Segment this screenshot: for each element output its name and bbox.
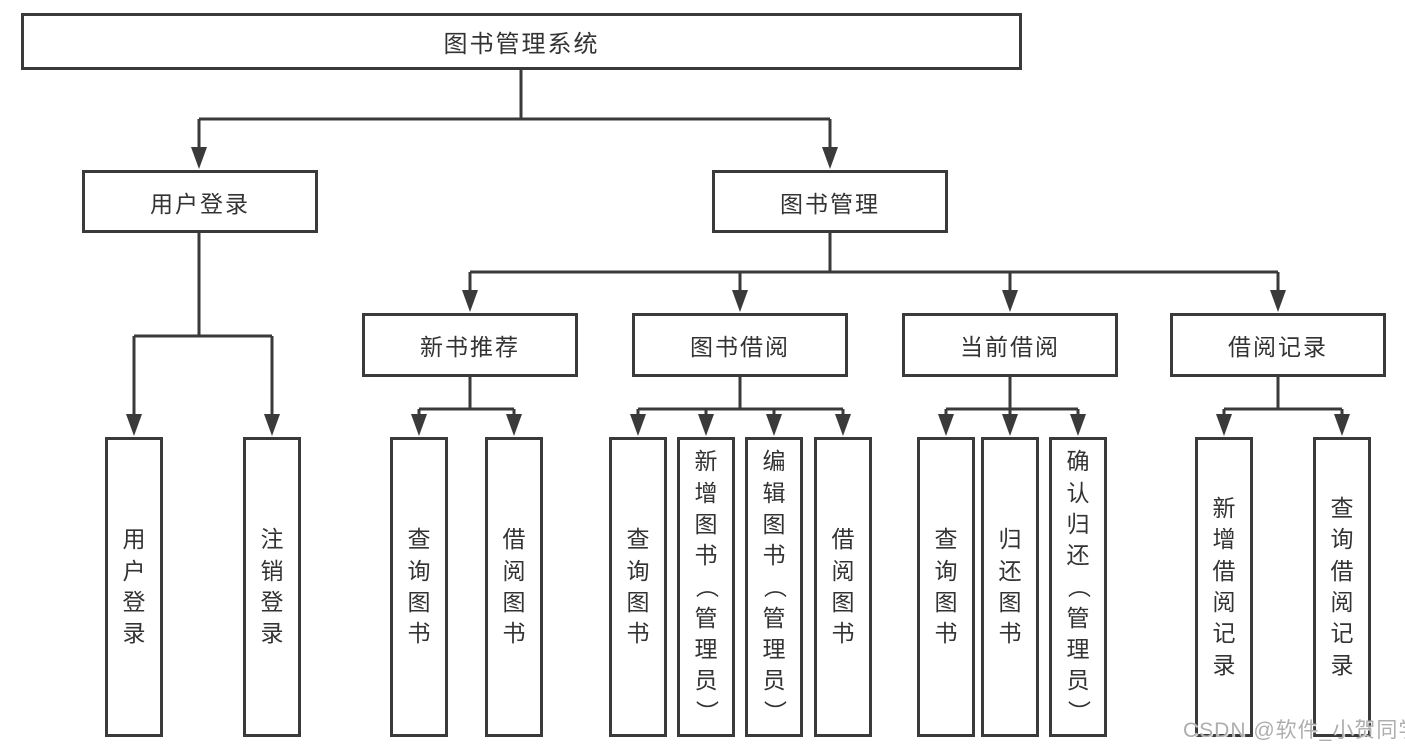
node-bb-edit-label: 编辑图书（管理员） [761,448,788,724]
watermark: CSDN @软件_小贺同学 [1183,719,1405,742]
node-cb-return: 归还图书 [981,437,1039,737]
node-nb-borrow-label: 借阅图书 [502,526,526,647]
node-bb-borrow: 借阅图书 [814,437,872,737]
edge-book-mgmt-split [468,233,1280,293]
arrowhead-icon [1216,414,1232,436]
node-login: 用户登录 [105,437,163,737]
arrowhead-icon [1270,290,1286,312]
edge-user-login-split [132,233,274,417]
arrowhead-icon [766,414,782,436]
node-bb-query: 查询图书 [609,437,667,737]
arrowhead-icon [732,290,748,312]
arrowhead-icon [411,414,427,436]
edge-new-book-rec-split [417,377,516,417]
node-cb-confirm-label: 确认归还（管理员） [1065,448,1092,724]
arrowhead-icon [1334,414,1350,436]
node-book-borrow: 图书借阅 [632,313,848,377]
node-nb-query-label: 查询图书 [407,526,431,647]
node-current-borrow: 当前借阅 [902,313,1118,377]
arrowhead-icon [835,414,851,436]
arrowhead-icon [1070,414,1086,436]
node-book-borrow-label: 图书借阅 [690,334,790,360]
node-root-label: 图书管理系统 [443,31,600,58]
node-borrow-records-label: 借阅记录 [1228,334,1328,360]
node-user-login: 用户登录 [82,170,318,233]
arrowhead-icon [126,414,142,436]
node-bb-borrow-label: 借阅图书 [831,526,855,647]
node-login-label: 用户登录 [122,526,146,647]
node-book-mgmt: 图书管理 [712,170,948,233]
node-br-query-label: 查询借阅记录 [1330,495,1354,678]
arrowhead-icon [1002,414,1018,436]
arrowhead-icon [1002,290,1018,312]
arrowhead-icon [938,414,954,436]
arrowhead-icon [462,290,478,312]
node-user-login-label: 用户登录 [150,190,250,217]
node-logout-label: 注销登录 [260,526,284,647]
edge-current-borrow-split [944,377,1080,417]
node-cb-query-label: 查询图书 [934,526,958,647]
edge-root-split [197,69,832,150]
edge-borrow-records-split [1222,377,1344,417]
node-bb-query-label: 查询图书 [626,526,650,647]
arrowhead-icon [191,147,207,169]
node-logout: 注销登录 [243,437,301,737]
arrowhead-icon [506,414,522,436]
node-bb-add: 新增图书（管理员） [677,437,735,737]
node-br-query: 查询借阅记录 [1313,437,1371,737]
node-book-mgmt-label: 图书管理 [780,190,880,217]
node-root: 图书管理系统 [21,13,1022,70]
node-cb-return-label: 归还图书 [998,526,1022,647]
node-current-borrow-label: 当前借阅 [960,334,1060,360]
node-new-book-rec: 新书推荐 [362,313,578,377]
node-br-add-label: 新增借阅记录 [1212,495,1236,678]
node-br-add: 新增借阅记录 [1195,437,1253,737]
arrowhead-icon [264,414,280,436]
node-borrow-records: 借阅记录 [1170,313,1386,377]
arrowheads [126,147,1350,436]
node-cb-query: 查询图书 [917,437,975,737]
node-new-book-rec-label: 新书推荐 [420,334,520,360]
arrowhead-icon [630,414,646,436]
node-nb-query: 查询图书 [390,437,448,737]
arrowhead-icon [822,147,838,169]
edges [132,69,1344,417]
arrowhead-icon [698,414,714,436]
node-bb-add-label: 新增图书（管理员） [693,448,720,724]
edge-book-borrow-split [636,377,845,417]
node-cb-confirm: 确认归还（管理员） [1049,437,1107,737]
node-nb-borrow: 借阅图书 [485,437,543,737]
node-bb-edit: 编辑图书（管理员） [745,437,803,737]
